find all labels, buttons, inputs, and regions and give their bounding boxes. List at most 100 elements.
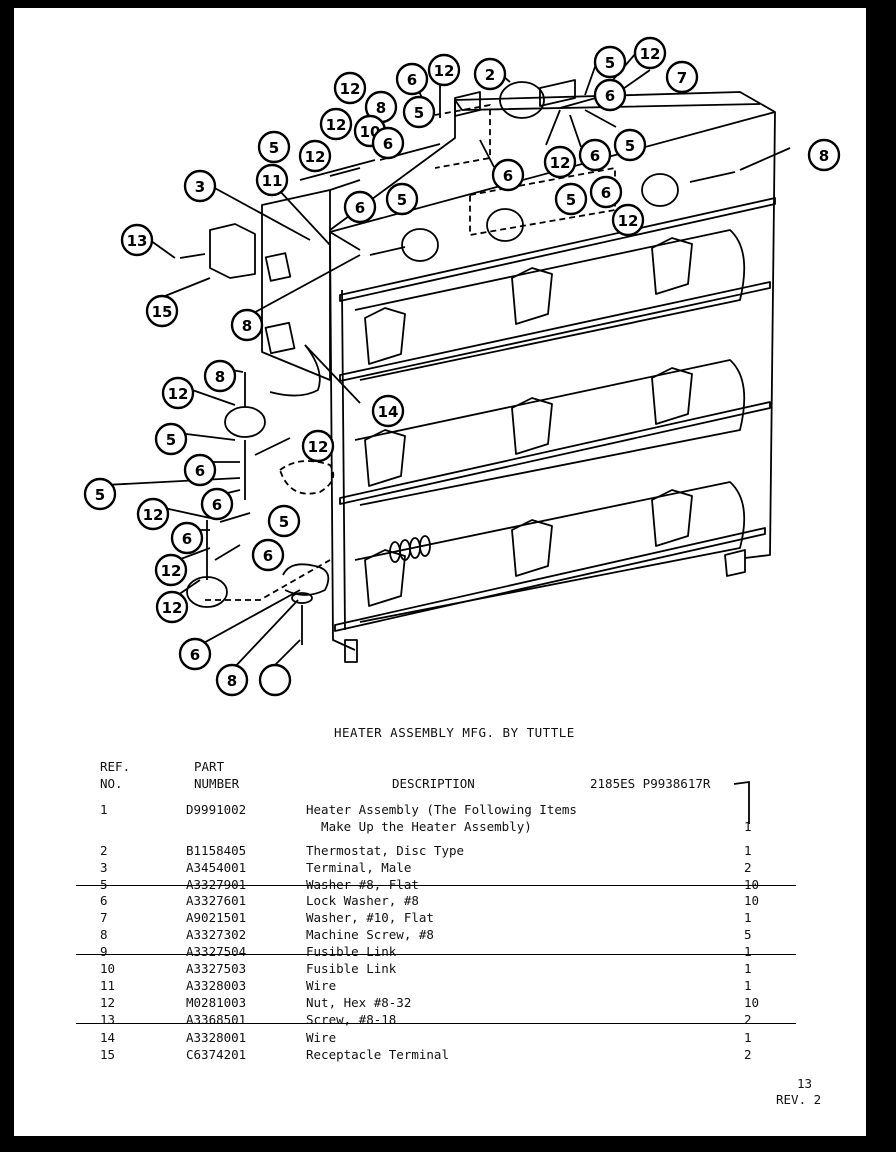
svg-text:5: 5 [625,137,635,155]
callout-5: 5 [154,422,188,456]
table-row: 7 A9021501 Washer, #10, Flat 1 [14,909,866,926]
callout-5: 5 [554,182,588,216]
ref-cell: 7 [100,910,108,925]
callout-7: 7 [665,60,699,94]
description-cell: Heater Assembly (The Following Items [306,802,577,817]
callout-15: 15 [145,294,179,328]
svg-text:12: 12 [434,62,455,80]
description-cell: Washer, #10, Flat [306,910,434,925]
svg-text:5: 5 [605,54,615,72]
part-number-cell: A3327503 [186,961,247,976]
callout-12: 12 [161,376,195,410]
callout-12: 12 [543,145,577,179]
part-number-cell: C6374201 [186,1047,247,1062]
callout-8: 8 [203,359,237,393]
quantity-cell: 2 [744,1012,752,1027]
part-number-cell: A3328001 [186,1030,247,1045]
ref-cell: 6 [100,893,108,908]
page-title: HEATER ASSEMBLY MFG. BY TUTTLE [334,725,575,740]
callout-5: 5 [83,477,117,511]
part-number-cell: A9021501 [186,910,247,925]
svg-text:13: 13 [127,232,148,250]
svg-text:5: 5 [279,513,289,531]
description-cell: Screw, #8-18 [306,1012,397,1027]
svg-text:6: 6 [601,184,611,202]
callout-6: 6 [371,126,405,160]
ref-cell: 12 [100,995,116,1010]
header-ref-line2: NO. [100,776,123,791]
description-cell: Wire [306,978,337,993]
callout-6: 6 [183,453,217,487]
part-number-cell: A3327901 [186,877,247,892]
callout-5: 5 [402,95,436,129]
callout-12: 12 [333,71,367,105]
callout-6: 6 [578,138,612,172]
divider-rule-1 [76,885,796,886]
description-cell: Nut, Hex #8-32 [306,995,412,1010]
header-ref: REF. NO. [100,758,130,792]
quantity-cell: 1 [744,944,752,959]
ref-cell: 10 [100,961,116,976]
callout-6: 6 [200,487,234,521]
table-row: 1 D9991002 Heater Assembly (The Following … [14,801,866,834]
svg-text:14: 14 [378,403,399,421]
ref-cell: 15 [100,1047,116,1062]
ref-cell: 9 [100,944,108,959]
header-part-line2: NUMBER [194,776,240,791]
quantity-cell: 1 [744,910,752,925]
description-cell: Wire [306,1030,337,1045]
quantity-cell: 1 [744,1030,752,1045]
part-number-cell: A3328003 [186,978,247,993]
callout-6: 6 [251,538,285,572]
svg-text:12: 12 [618,212,639,230]
callout-8: 8 [215,663,249,697]
svg-text:12: 12 [143,506,164,524]
svg-text:3: 3 [195,178,205,196]
part-number-cell: A3454001 [186,860,247,875]
callout-5: 5 [257,130,291,164]
part-number-cell: B1158405 [186,843,247,858]
callout-12: 12 [427,53,461,87]
callout-12: 12 [633,36,667,70]
svg-text:6: 6 [590,147,600,165]
svg-text:8: 8 [215,368,225,386]
callout-5: 5 [593,45,627,79]
callout-6: 6 [589,175,623,209]
description-cell: Fusible Link [306,961,397,976]
callout-12: 12 [298,139,332,173]
callout-6: 6 [178,637,212,671]
svg-text:7: 7 [677,69,687,87]
svg-text:6: 6 [383,135,393,153]
header-part-line1: PART [194,759,225,774]
svg-text:6: 6 [407,71,417,89]
svg-text:8: 8 [819,147,829,165]
quantity-cell: 1 [744,978,752,993]
ref-cell: 5 [100,877,108,892]
callout-11: 11 [255,163,289,197]
description-cell: Receptacle Terminal [306,1047,449,1062]
svg-text:12: 12 [340,80,361,98]
quantity-cell: 10 [744,995,760,1010]
svg-text:6: 6 [195,462,205,480]
svg-text:8: 8 [376,99,386,117]
quantity-cell: 1 [744,843,752,858]
part-number-cell: A3327601 [186,893,247,908]
callout-6: 6 [170,521,204,555]
svg-text:12: 12 [550,154,571,172]
part-number-cell: D9991002 [186,802,247,817]
svg-text:2: 2 [485,66,495,84]
quantity-cell: 10 [744,893,760,908]
ref-cell: 2 [100,843,108,858]
page-number: 13 [797,1076,813,1091]
ref-cell: 13 [100,1012,116,1027]
ref-cell: 14 [100,1030,116,1045]
ref-cell: 1 [100,802,108,817]
